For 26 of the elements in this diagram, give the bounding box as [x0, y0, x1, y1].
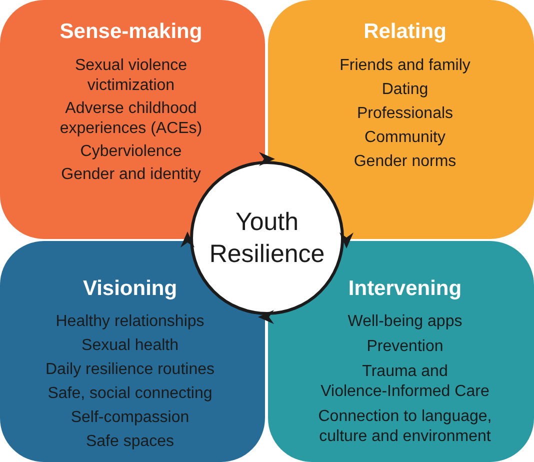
list-item: Community	[364, 128, 446, 148]
arrowhead	[259, 152, 275, 166]
list-item: Prevention	[366, 337, 444, 357]
category-heading: Intervening	[348, 277, 462, 301]
center-label: Youth Resilience	[208, 207, 326, 270]
category-heading: Visioning	[82, 277, 178, 301]
list-item: Connection to language, culture and environment	[318, 407, 492, 447]
list-item: Sexual health	[81, 336, 179, 356]
list-item: Friends and family	[339, 56, 471, 76]
list-item: Well-being apps	[347, 312, 463, 332]
list-item: Professionals	[356, 104, 454, 124]
list-item: Safe spaces	[85, 432, 175, 452]
arrowhead	[258, 310, 274, 324]
category-heading: Relating	[364, 20, 446, 44]
arrowhead	[180, 232, 194, 248]
arrowhead	[340, 232, 354, 248]
category-heading: Sense-making	[60, 20, 202, 44]
list-item: Healthy relationships	[55, 312, 205, 332]
list-item: Gender and identity	[60, 165, 202, 185]
list-item: Dating	[381, 80, 429, 100]
list-item: Self-compassion	[70, 408, 190, 428]
list-item: Adverse childhood experiences (ACEs)	[59, 99, 203, 139]
list-item: Gender norms	[353, 152, 457, 172]
list-item: Cyberviolence	[80, 142, 182, 162]
list-item: Safe, social connecting	[47, 384, 213, 404]
list-item: Daily resilience routines	[45, 360, 215, 380]
